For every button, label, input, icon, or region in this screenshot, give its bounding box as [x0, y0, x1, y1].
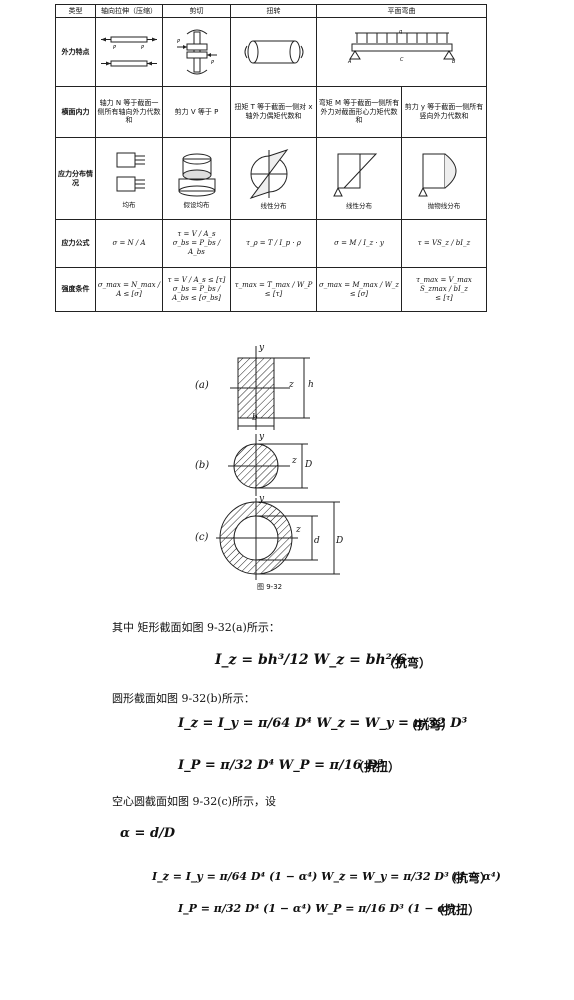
formula-hollow-bend: I_z = I_y = π/64 D⁴ (1 − α⁴) W_z = W_y =…	[152, 870, 501, 883]
svg-text:C: C	[400, 57, 404, 63]
svg-text:q: q	[399, 29, 402, 35]
strength-axial: σ_max = N_max / A ≤ [σ]	[95, 267, 163, 312]
formula-rect: I_z = bh³/12 W_z = bh²/6	[215, 652, 407, 668]
dist-moment: 线性分布	[316, 137, 402, 220]
label-c: (c)	[195, 532, 209, 543]
dim-b: b	[252, 413, 258, 423]
label-b: (b)	[195, 460, 210, 471]
figure-caption: 图 9-32	[257, 583, 283, 591]
svg-text:P: P	[177, 39, 180, 45]
text-rectangle: 其中 矩形截面如图 9-32(a)所示：	[112, 621, 280, 634]
svg-text:A: A	[347, 59, 352, 65]
internal-moment: 弯矩 M 等于截面一侧所有外力对截面形心力矩代数和	[316, 86, 402, 138]
strength-moment: σ_max = M_max / W_z ≤ [σ]	[316, 267, 402, 312]
formula-shear-bending: τ = VS_z / bI_z	[401, 219, 487, 268]
formula-moment: σ = M / I_z · y	[316, 219, 402, 268]
dist-moment-caption: 线性分布	[346, 202, 372, 211]
svg-text:P: P	[211, 60, 214, 66]
row-label-stress-formula: 应力公式	[55, 219, 96, 268]
axis-y-b: y	[259, 432, 265, 442]
svg-text:P: P	[113, 45, 116, 51]
cross-section-figure	[216, 346, 340, 580]
dim-h: h	[308, 380, 314, 390]
formula-hollow-tors: I_P = π/32 D⁴ (1 − α⁴) W_P = π/16 D³ (1 …	[178, 902, 456, 915]
dist-axial-caption: 均布	[122, 201, 136, 210]
tag-circ-tors: （抗扭）	[352, 760, 401, 774]
label-a: (a)	[195, 380, 209, 391]
axis-y-c: y	[259, 494, 265, 504]
torsion-force-diagram	[230, 17, 317, 87]
dim-D-c: D	[336, 536, 344, 546]
header-shear: 剪切	[162, 4, 231, 18]
formula-circ-bend: I_z = I_y = π/64 D⁴ W_z = W_y = π/32 D³	[178, 716, 468, 731]
header-type: 类型	[55, 4, 96, 18]
text-circle: 圆形截面如图 9-32(b)所示：	[112, 692, 255, 705]
dist-parabolic-caption: 抛物线分布	[427, 202, 461, 211]
row-label-stress-distribution: 应力分布情况	[55, 137, 96, 220]
tag-hollow-tors: （抗扭）	[432, 903, 481, 917]
formula-shear: τ = V / A_s σ_bs = P_bs / A_bs	[162, 219, 231, 268]
tag-rect: （抗弯）	[383, 656, 432, 670]
strength-shear-bending-eq: τ_max = V_max S_zmax / bI_z	[416, 276, 472, 294]
header-bending: 平面弯曲	[316, 4, 487, 18]
axis-z-c: z	[296, 525, 301, 535]
svg-text:B: B	[452, 59, 456, 65]
dim-D-b: D	[305, 460, 313, 470]
strength-torsion: τ_max = T_max / W_P ≤ [τ]	[230, 267, 317, 312]
strength-shear: τ = V / A_s ≤ [τ] σ_bs = P_bs / A_bs ≤ […	[162, 267, 231, 312]
row-label-internal-force: 横面内力	[55, 86, 96, 138]
tag-circ-bend: （抗弯）	[405, 718, 454, 732]
dist-shear-caption: 假设均布	[183, 201, 210, 210]
axis-y-a: y	[259, 343, 265, 353]
formula-circ-tors: I_P = π/32 D⁴ W_P = π/16 D³	[178, 758, 384, 773]
dist-torsion: 线性分布	[230, 137, 317, 220]
tag-hollow-bend: （抗弯）	[444, 871, 493, 885]
dist-shear: 假设均布	[162, 137, 231, 220]
axis-z-b: z	[292, 456, 297, 466]
axis-z-a: z	[289, 380, 294, 390]
formula-torsion: τ_ρ = T / I_p · ρ	[230, 219, 317, 268]
strength-shear-bending: τ_max = V_max S_zmax / bI_z ≤ [τ]	[401, 267, 487, 312]
strength-shear-bearing: σ_bs = P_bs / A_bs ≤ [σ_bs]	[172, 285, 221, 302]
formula-axial: σ = N / A	[95, 219, 163, 268]
dist-axial: 均布	[95, 137, 163, 220]
header-torsion: 扭转	[230, 4, 317, 18]
formula-shear-tau: τ = V / A_s	[177, 230, 216, 239]
internal-torsion: 扭矩 T 等于截面一侧对 x 轴外力偶矩代数和	[230, 86, 317, 138]
strength-shear-tau: τ = V / A_s ≤ [τ]	[167, 276, 226, 285]
dist-parabolic: 抛物线分布	[401, 137, 487, 220]
strength-shear-bending-limit: ≤ [τ]	[435, 293, 453, 302]
row-label-external-force: 外力特点	[55, 17, 96, 87]
bending-force-diagram: q A C B	[316, 17, 487, 87]
row-label-strength: 强度条件	[55, 267, 96, 312]
internal-shear-bending: 剪力 y 等于截面一侧所有竖向外力代数和	[401, 86, 487, 138]
internal-shear: 剪力 V 等于 P	[162, 86, 231, 138]
header-axial: 轴向拉伸（压缩）	[95, 4, 163, 18]
svg-text:P: P	[141, 45, 144, 51]
internal-axial: 轴力 N 等于截面一侧所有轴向外力代数和	[95, 86, 163, 138]
formula-shear-bearing: σ_bs = P_bs / A_bs	[172, 239, 221, 256]
text-hollow: 空心圆截面如图 9-32(c)所示，设	[112, 795, 276, 808]
dim-d: d	[314, 536, 320, 546]
dist-torsion-caption: 线性分布	[260, 202, 287, 211]
formula-alpha: α = d/D	[120, 826, 176, 841]
